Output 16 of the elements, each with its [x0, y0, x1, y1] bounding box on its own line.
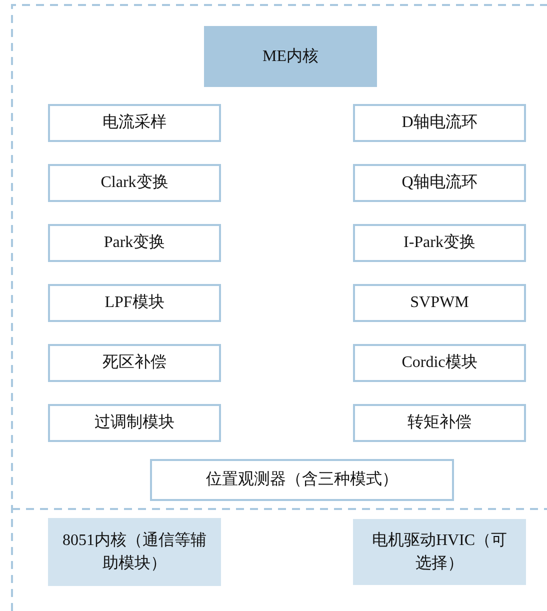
core-box: 电机驱动HVIC（可选择） — [353, 519, 526, 585]
module-box: 转矩补偿 — [353, 404, 526, 442]
module-box: Q轴电流环 — [353, 164, 526, 202]
module-box: D轴电流环 — [353, 104, 526, 142]
module-box: Cordic模块 — [353, 344, 526, 382]
module-box: Clark变换 — [48, 164, 221, 202]
module-box: 电流采样 — [48, 104, 221, 142]
module-box: 死区补偿 — [48, 344, 221, 382]
module-box: LPF模块 — [48, 284, 221, 322]
core-box: ME内核 — [204, 26, 377, 87]
module-box: 位置观测器（含三种模式） — [150, 459, 454, 501]
module-box: 过调制模块 — [48, 404, 221, 442]
core-box: 8051内核（通信等辅助模块） — [48, 518, 221, 586]
module-box: SVPWM — [353, 284, 526, 322]
module-box: I-Park变换 — [353, 224, 526, 262]
module-box: Park变换 — [48, 224, 221, 262]
